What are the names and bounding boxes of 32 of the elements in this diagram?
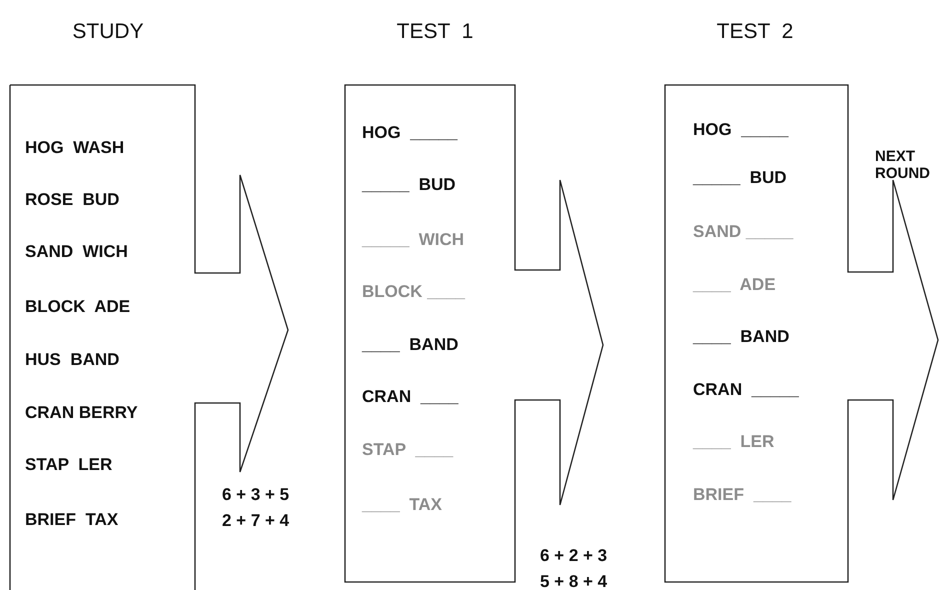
word-item: STAP ____ (362, 440, 454, 460)
word-item: HOG WASH (25, 138, 124, 158)
word-item: SAND WICH (25, 242, 128, 262)
sum-problem: 6 + 3 + 5 (222, 485, 290, 505)
column-heading: TEST 2 (716, 20, 794, 44)
sum-problem: 2 + 7 + 4 (222, 511, 290, 531)
word-item: HOG _____ (693, 120, 788, 140)
column-heading: STUDY (71, 20, 145, 44)
word-item: SAND _____ (693, 222, 794, 242)
word-item: CRAN ____ (362, 387, 458, 407)
word-item: STAP LER (25, 455, 112, 475)
sum-problem: 6 + 2 + 3 (540, 546, 608, 566)
word-item: ____ BAND (362, 335, 458, 355)
next-round-note: NEXT ROUND (875, 148, 931, 182)
word-item: ____ LER (693, 432, 774, 452)
column-heading: TEST 1 (396, 20, 474, 44)
word-item: HOG _____ (362, 123, 458, 143)
word-item: ____ BAND (693, 327, 790, 347)
word-item: BLOCK ____ (362, 282, 465, 302)
word-item: HUS BAND (25, 350, 120, 370)
word-item: BRIEF TAX (25, 510, 118, 530)
word-item: BRIEF ____ (693, 485, 792, 505)
word-item: _____ BUD (693, 168, 787, 188)
word-item: ____ TAX (362, 495, 442, 515)
word-item: _____ WICH (362, 230, 464, 250)
word-item: _____ BUD (362, 175, 456, 195)
word-item: ____ ADE (693, 275, 776, 295)
word-item: ROSE BUD (25, 190, 120, 210)
word-item: BLOCK ADE (25, 297, 130, 317)
sum-problem: 5 + 8 + 4 (540, 572, 608, 590)
word-item: CRAN _____ (693, 380, 799, 400)
word-item: CRAN BERRY (25, 403, 138, 423)
